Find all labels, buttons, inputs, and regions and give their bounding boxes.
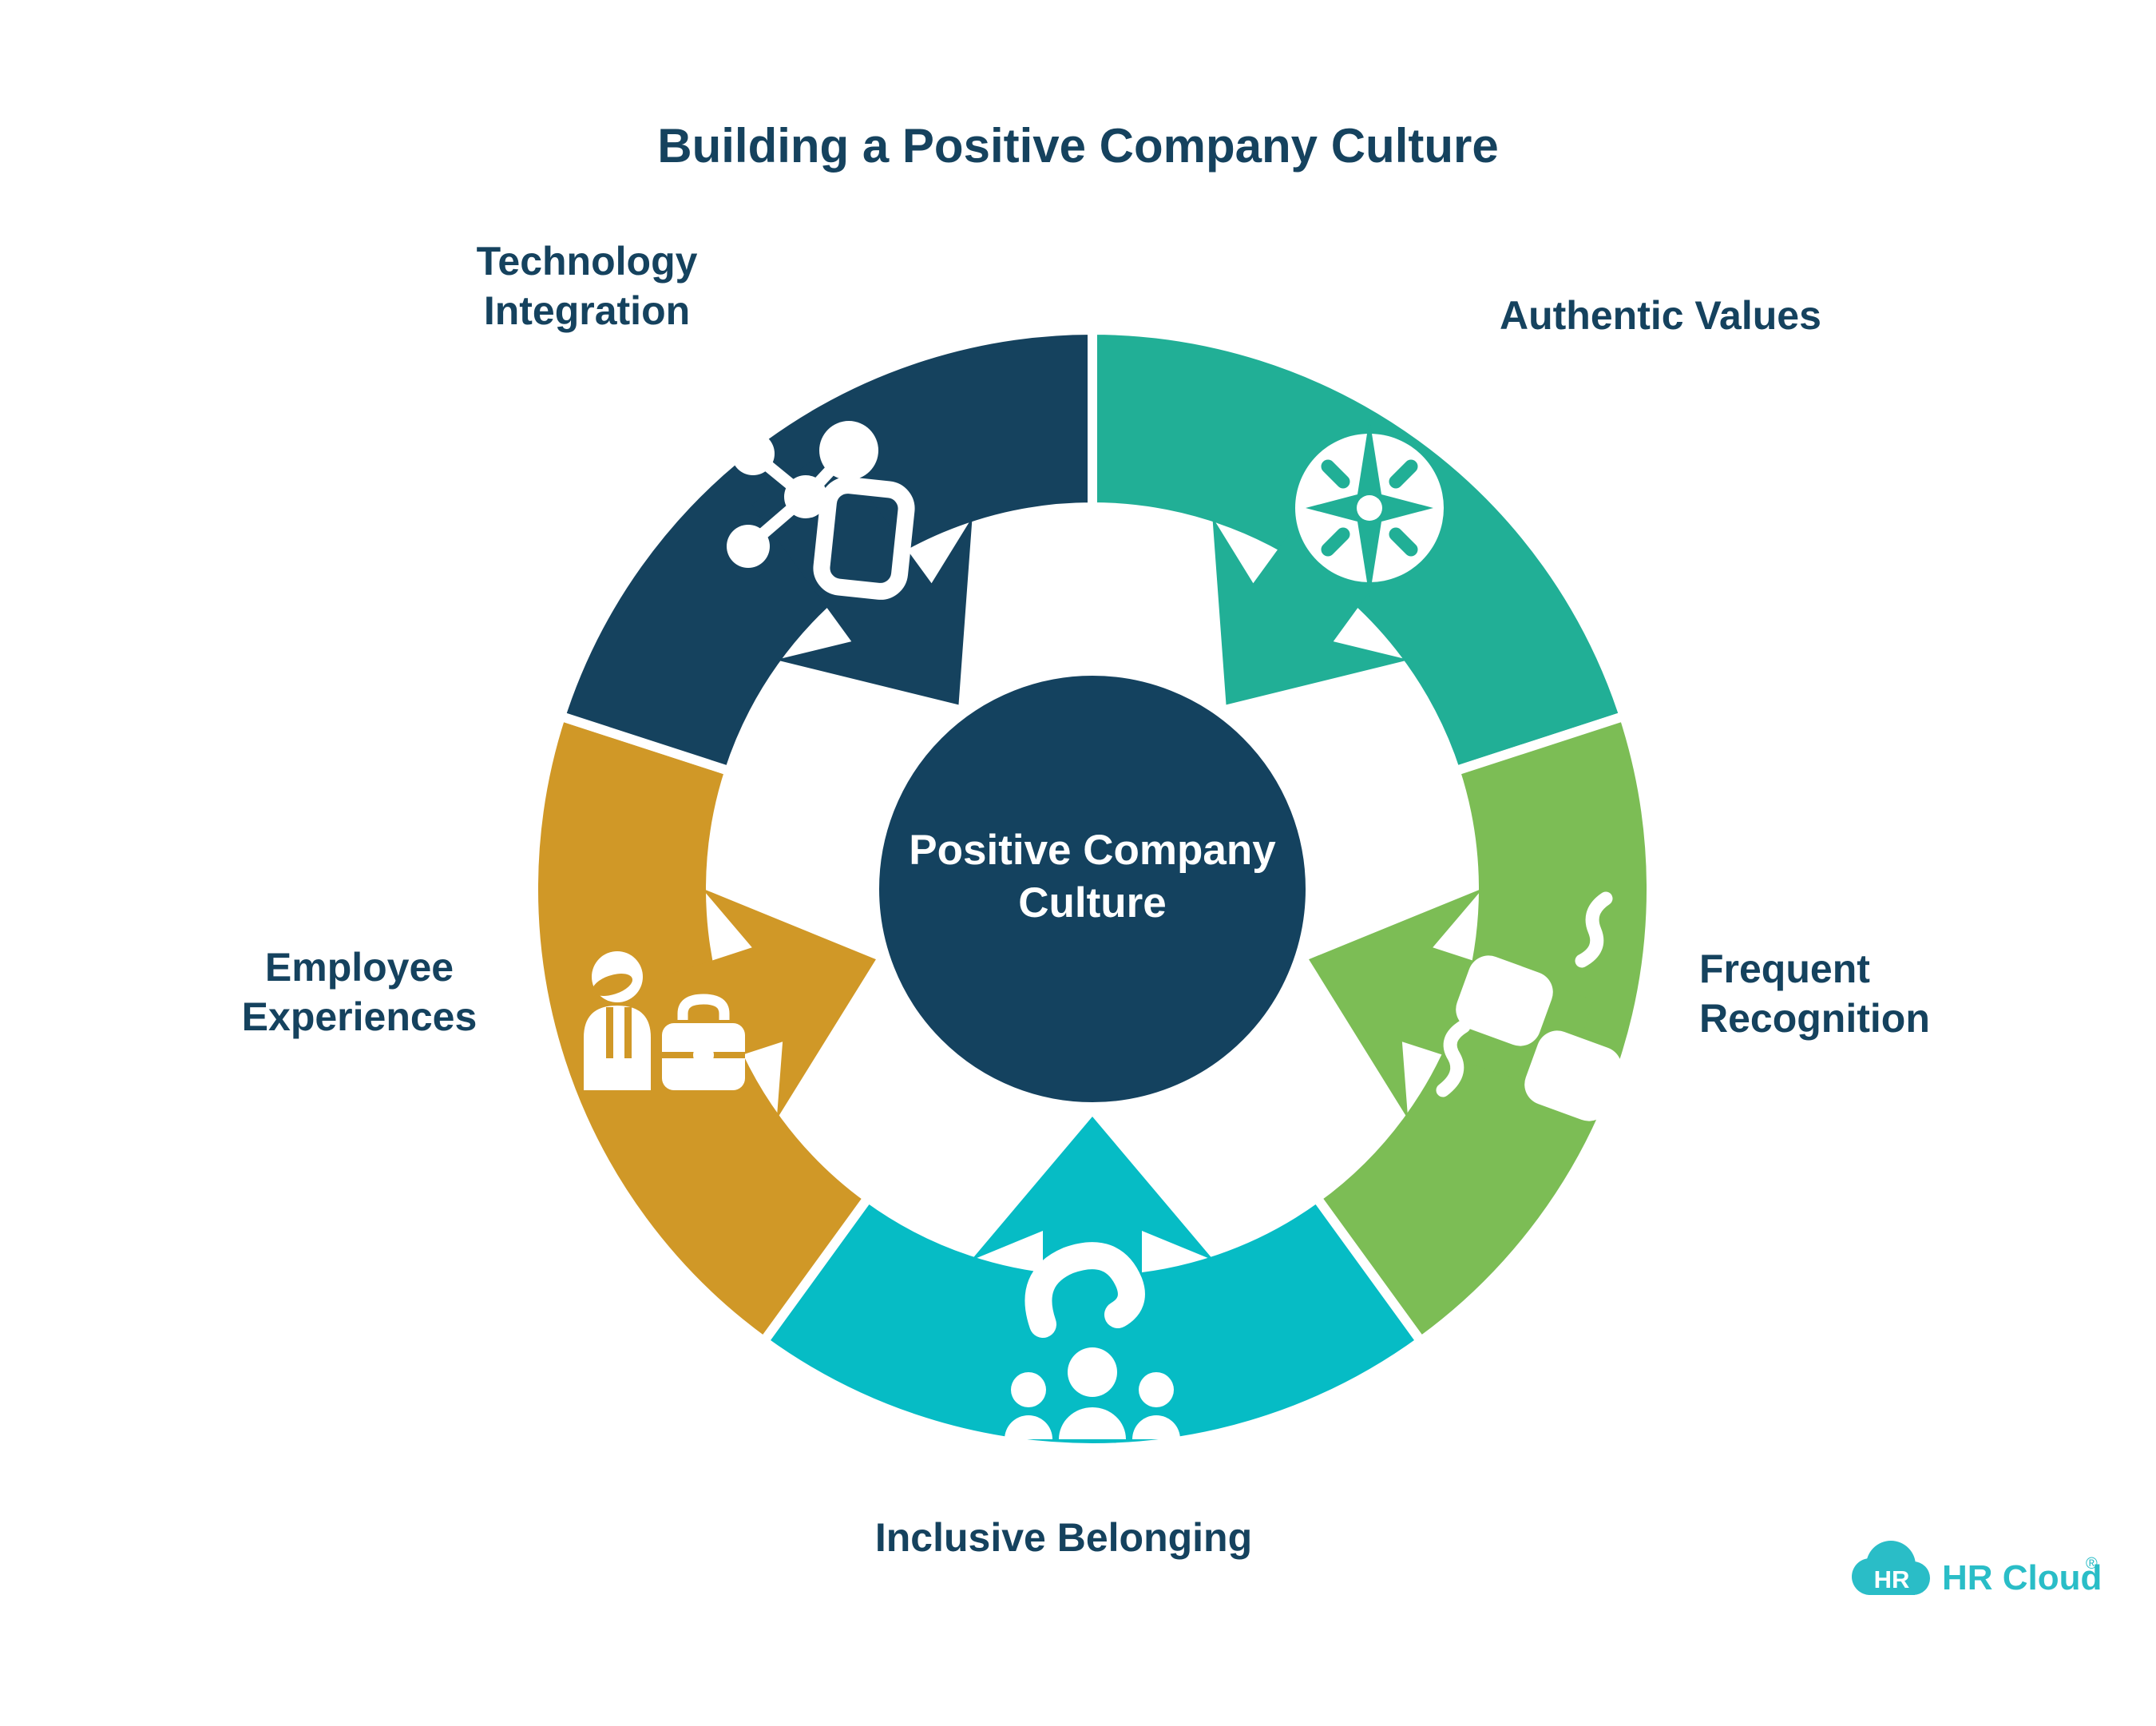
hrcloud-logo: HR HR Cloud ® <box>1852 1541 2102 1597</box>
page-title: Building a Positive Company Culture <box>657 119 1499 173</box>
label-employee-experiences: Employee Experiences <box>241 945 478 1039</box>
logo-badge-text: HR <box>1874 1565 1910 1593</box>
cloud-icon <box>1852 1541 1930 1595</box>
network-phone-icon <box>727 421 915 600</box>
center-hub <box>871 668 1314 1110</box>
label-frequent-recognition: Frequent Recognition <box>1699 946 1930 1041</box>
hand-over-people-icon <box>1005 1242 1180 1439</box>
label-inclusive-belonging: Inclusive Belonging <box>874 1515 1253 1560</box>
logo-registered-mark: ® <box>2086 1555 2098 1573</box>
person-briefcase-icon <box>584 951 745 1090</box>
fist-bump-icon <box>1436 891 1622 1121</box>
center-hub-label: Positive Company Culture <box>909 827 1276 927</box>
arrow-frequent-recognition <box>1309 888 1594 1120</box>
label-technology-integration: Technology Integration <box>476 239 698 333</box>
logo-name-text: HR Cloud <box>1942 1558 2102 1597</box>
compass-icon <box>1295 419 1444 597</box>
label-authentic-values: Authentic Values <box>1500 293 1821 338</box>
